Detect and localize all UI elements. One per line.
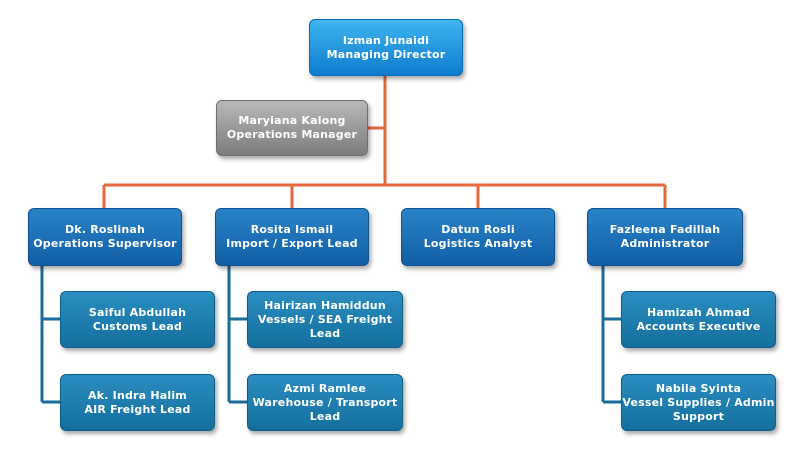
node-warehouse-transport-lead: Azmi Ramlee Warehouse / Transport Lead [247,374,403,431]
node-managing-director: Izman Junaidi Managing Director [309,19,463,76]
node-title: Warehouse / Transport [252,395,398,409]
node-name: Dk. Roslinah [64,223,146,236]
node-title: Vessels / SEA Freight Lead [257,312,393,340]
node-name: Izman Junaidi [342,33,430,47]
node-title: Administrator [620,237,710,250]
node-title: Vessel Supplies / Admin [622,395,775,409]
node-title: Logistics Analyst [423,237,533,250]
node-title: Customs Lead [92,319,183,333]
node-name: Fazleena Fadillah [609,223,721,236]
node-air-freight-lead: Ak. Indra Halim AIR Freight Lead [60,374,215,431]
node-name: Datun Rosli [441,223,515,236]
node-title: Import / Export Lead [226,237,358,250]
node-vessel-supplies-admin-support: Nabila Syinta Vessel Supplies / Admin Su… [621,374,776,431]
node-title: Operations Supervisor [33,237,177,250]
node-title-line2: Support [672,409,725,423]
orange-connectors [102,76,667,208]
node-title-line2: Lead [309,409,341,423]
node-customs-lead: Saiful Abdullah Customs Lead [60,291,215,348]
node-logistics-analyst: Datun Rosli Logistics Analyst [401,208,555,266]
node-name: Hairizan Hamiddun [264,298,386,312]
node-operations-manager: Maryiana Kalong Operations Manager [216,100,368,156]
node-sea-freight-lead: Hairizan Hamiddun Vessels / SEA Freight … [247,291,403,348]
node-title: Managing Director [326,47,446,61]
node-name: Ak. Indra Halim [88,388,187,402]
node-name: Maryiana Kalong [238,114,346,127]
node-operations-supervisor: Dk. Roslinah Operations Supervisor [28,208,182,266]
node-name: Rosita Ismail [250,223,334,236]
node-title: Operations Manager [226,128,358,141]
blue-connectors [40,266,621,404]
node-name: Nabila Syinta [655,381,742,395]
node-title: AIR Freight Lead [84,402,191,416]
node-accounts-executive: Hamizah Ahmad Accounts Executive [621,291,776,348]
node-name: Azmi Ramlee [283,381,367,395]
node-import-export-lead: Rosita Ismail Import / Export Lead [215,208,369,266]
node-administrator: Fazleena Fadillah Administrator [587,208,743,266]
node-name: Hamizah Ahmad [646,305,751,319]
node-title: Accounts Executive [636,319,761,333]
node-name: Saiful Abdullah [88,305,187,319]
